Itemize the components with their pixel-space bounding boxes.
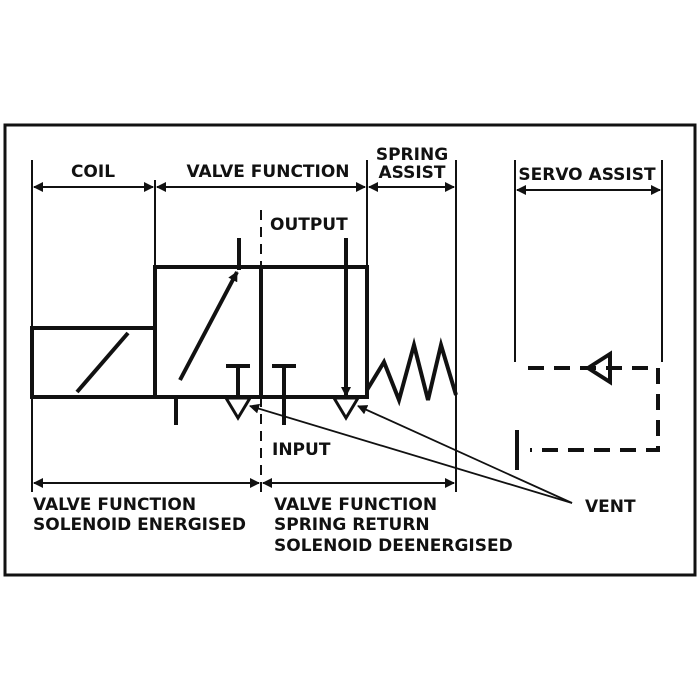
diagram-frame xyxy=(3,123,697,577)
energised-label-line1: VALVE FUNCTION xyxy=(33,495,196,515)
deenergised-label-line1: VALVE FUNCTION xyxy=(274,495,437,515)
valve-envelope-energised xyxy=(153,265,263,399)
servo-assist-pilot-line xyxy=(528,366,660,452)
valve-function-label: VALVE FUNCTION xyxy=(186,162,349,182)
spring-assist-label-line2: ASSIST xyxy=(378,163,445,183)
coil-box xyxy=(30,326,157,399)
servo-assist-label: SERVO ASSIST xyxy=(518,165,656,185)
coil-winding-symbol xyxy=(75,331,130,394)
deenergised-label-line2: SPRING RETURN xyxy=(274,515,430,535)
energised-label-line2: SOLENOID ENERGISED xyxy=(33,515,246,535)
input-label: INPUT xyxy=(272,440,331,460)
vent-leader-deenergised xyxy=(357,405,573,504)
deenergised-label-line3: SOLENOID DEENERGISED xyxy=(274,536,513,556)
energised-flow-arrow xyxy=(178,271,239,381)
valve-envelope-deenergised xyxy=(259,265,369,399)
spring-assist-label-line1: SPRING xyxy=(376,145,448,165)
output-label: OUTPUT xyxy=(270,215,348,235)
servo-assist-triangle xyxy=(584,350,612,386)
deenergised-vent-triangle xyxy=(331,396,361,421)
coil-label: COIL xyxy=(71,162,115,182)
vent-leader-energised xyxy=(249,403,573,504)
energised-vent-triangle xyxy=(223,396,253,421)
return-spring xyxy=(365,337,458,407)
vent-label: VENT xyxy=(585,497,636,517)
